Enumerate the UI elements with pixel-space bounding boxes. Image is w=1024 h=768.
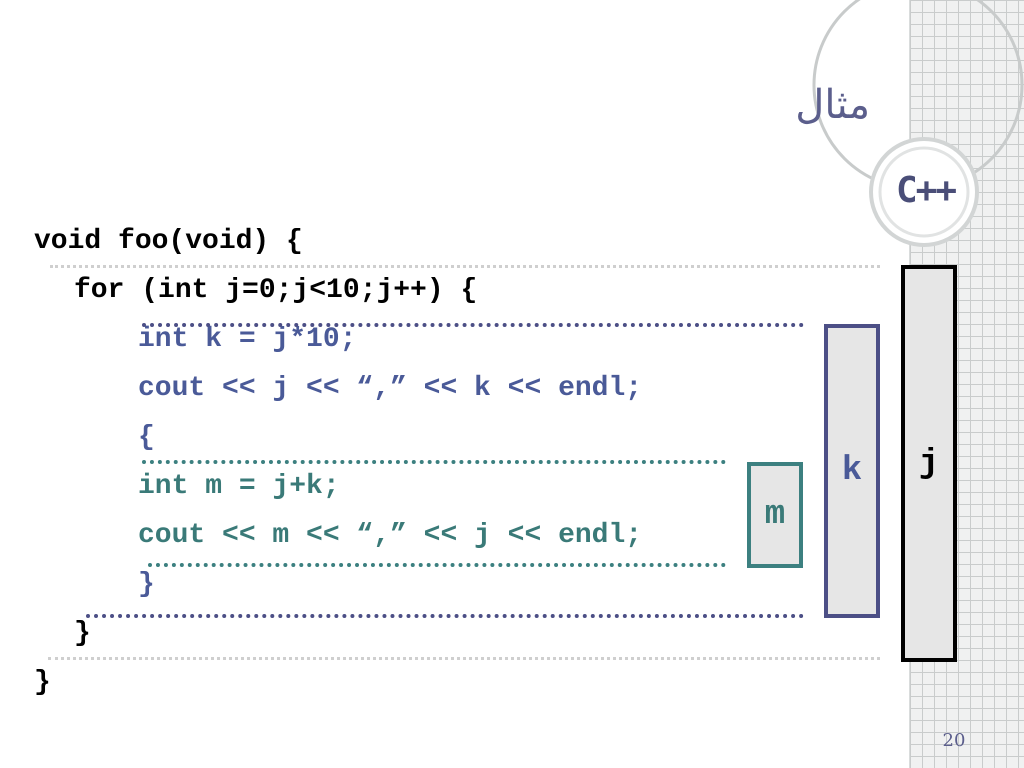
scope-label-k: k [841, 452, 863, 490]
scope-label-j: j [918, 444, 940, 483]
code-line-cout-m-j: cout << m << “,” << j << endl; [138, 520, 643, 551]
code-line-loop-close: } [74, 618, 91, 649]
scope-divider-inner-top [142, 460, 726, 464]
scope-box-j: j [901, 265, 957, 662]
scope-divider-inner-bottom [148, 563, 726, 567]
scope-label-m: m [764, 496, 786, 534]
code-line-inner-block-close: } [138, 569, 155, 600]
page-number: 20 [942, 730, 966, 751]
code-line-for-loop: for (int j=0;j<10;j++) { [74, 275, 478, 306]
scope-divider-loop-bottom [86, 614, 804, 618]
code-line-inner-block-open: { [138, 422, 155, 453]
code-line-cout-j-k: cout << j << “,” << k << endl; [138, 373, 643, 404]
code-line-int-m: int m = j+k; [138, 471, 340, 502]
scope-box-k: k [824, 324, 880, 618]
code-line-function-close: } [34, 667, 51, 698]
slide-title: مثال [795, 82, 870, 128]
scope-divider-function-top [50, 265, 880, 268]
scope-box-m: m [747, 462, 803, 568]
code-line-function-header: void foo(void) { [34, 226, 303, 257]
scope-divider-loop-top [142, 323, 804, 327]
code-line-int-k: int k = j*10; [138, 324, 357, 355]
scope-divider-function-bottom [48, 657, 880, 660]
cpp-logo: C++ [896, 170, 957, 211]
